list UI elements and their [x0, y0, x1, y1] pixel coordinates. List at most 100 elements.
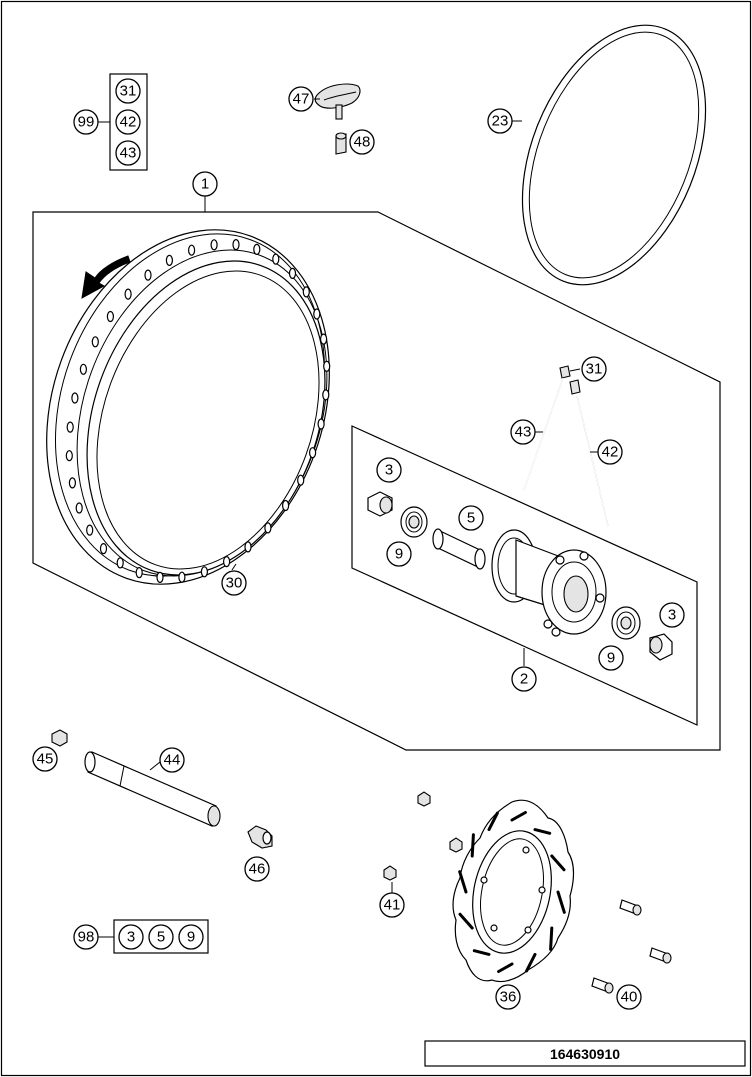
spoke-hole: [135, 566, 143, 579]
callout-40[interactable]: 40: [616, 984, 642, 1010]
callout-30[interactable]: 30: [221, 570, 247, 596]
brake-disc-drawing: [452, 799, 575, 983]
callout-40-label: 40: [621, 989, 638, 1006]
disc-slot: [556, 890, 566, 914]
spoke-hole: [309, 447, 317, 459]
hub-drawing: [491, 529, 607, 637]
spacer-left-drawing: [367, 491, 393, 517]
disc-screws-drawing: [591, 899, 672, 994]
spoke-hole: [116, 557, 124, 569]
spoke-hole: [317, 418, 325, 430]
callout-45-label: 45: [37, 751, 54, 768]
spoke-hole: [188, 244, 196, 256]
rim-spoke-holes: [65, 239, 331, 584]
spoke-hole: [156, 571, 164, 584]
bearing-right-drawing: [611, 606, 641, 640]
callout-1[interactable]: 1: [192, 171, 218, 197]
callout-42[interactable]: 42: [597, 439, 623, 465]
callout-23[interactable]: 23: [487, 108, 513, 134]
disc-slot: [525, 952, 537, 973]
callout-45[interactable]: 45: [32, 746, 58, 772]
callout-44[interactable]: 44: [159, 747, 185, 773]
rim-lock-nut-drawing: [335, 132, 347, 155]
callout-5-label: 5: [467, 510, 475, 527]
spoke-hole: [320, 333, 328, 345]
callout-3-left-label: 3: [385, 462, 393, 479]
callout-2[interactable]: 2: [511, 666, 537, 692]
kit-98-item-3-label: 9: [187, 929, 195, 946]
kit-99-item-3-label: 43: [120, 145, 137, 162]
kit-98-item-1[interactable]: 3: [118, 924, 144, 950]
disc-slot: [458, 870, 468, 894]
spokes-drawing: [523, 365, 609, 527]
wheel-spindle-drawing: [84, 751, 221, 827]
spoke-hole: [68, 477, 77, 489]
spoke-hole: [66, 421, 74, 433]
callout-3-left[interactable]: 3: [376, 457, 402, 483]
kit-98-item-3[interactable]: 9: [178, 924, 204, 950]
spoke-hole: [144, 269, 152, 281]
callout-31-label: 31: [586, 361, 603, 378]
callout-30-label: 30: [226, 575, 243, 592]
rim-drawing: [46, 229, 330, 585]
spoke-hole: [71, 392, 79, 404]
callout-48[interactable]: 48: [349, 129, 375, 155]
rotation-arrow-icon: [81, 255, 131, 299]
disc-slot: [550, 854, 566, 872]
spindle-nut-drawing: [51, 729, 68, 747]
callout-41-label: 41: [384, 897, 401, 914]
kit-99-item-1[interactable]: 31: [115, 78, 141, 104]
callout-31[interactable]: 31: [581, 356, 607, 382]
document-number: 164630910: [550, 1046, 620, 1062]
callout-99-label: 99: [78, 114, 95, 131]
callout-3-right[interactable]: 3: [659, 602, 685, 628]
spoke-hole: [79, 363, 88, 375]
spoke-hole: [99, 542, 108, 555]
callout-47-label: 47: [293, 91, 310, 108]
spoke-hole: [282, 499, 290, 512]
leader-30: [231, 563, 237, 571]
spoke-hole: [200, 566, 208, 578]
disc-slot: [533, 828, 552, 835]
disc-nuts-drawing: [383, 791, 463, 894]
spoke-hole: [264, 522, 272, 534]
spoke-hole: [210, 239, 218, 251]
disc-slot: [510, 811, 527, 822]
callout-46[interactable]: 46: [244, 856, 270, 882]
rim-lock-drawing: [314, 83, 361, 120]
disc-slot: [472, 949, 491, 956]
callout-41[interactable]: 41: [379, 892, 405, 918]
spoke-hole: [297, 474, 305, 486]
kit-99-item-2[interactable]: 42: [115, 109, 141, 135]
collar-bush-drawing: [247, 825, 273, 849]
kit-99-item-3[interactable]: 43: [115, 140, 141, 166]
callout-99[interactable]: 99: [73, 109, 99, 135]
callout-1-label: 1: [201, 176, 209, 193]
callout-43[interactable]: 43: [510, 419, 536, 445]
callout-36-label: 36: [500, 989, 517, 1006]
spoke-hole: [244, 541, 252, 553]
kit-98-item-2-label: 5: [157, 929, 165, 946]
wheel-assembly-frame: [32, 211, 721, 751]
callout-98[interactable]: 98: [73, 924, 99, 950]
spoke-hole: [253, 243, 261, 255]
callout-42-label: 42: [602, 444, 619, 461]
bearing-left-drawing: [400, 506, 428, 538]
callout-47[interactable]: 47: [288, 86, 314, 112]
spoke-hole: [91, 336, 99, 348]
callout-2-label: 2: [520, 671, 528, 688]
disc-slot: [458, 912, 474, 930]
spoke-hole: [178, 571, 186, 583]
hub-assembly-frame: [351, 425, 698, 726]
callout-5[interactable]: 5: [458, 505, 484, 531]
spoke-hole: [313, 308, 321, 320]
kit-98-item-2[interactable]: 5: [148, 924, 174, 950]
disc-slot: [487, 811, 499, 832]
rim-band-drawing: [521, 24, 707, 286]
spoke-hole: [323, 360, 331, 372]
kit-98-item-1-label: 3: [127, 929, 135, 946]
callout-9-left[interactable]: 9: [386, 541, 412, 567]
callout-9-right[interactable]: 9: [598, 645, 624, 671]
callout-36[interactable]: 36: [495, 984, 521, 1010]
spoke-hole: [272, 253, 280, 265]
